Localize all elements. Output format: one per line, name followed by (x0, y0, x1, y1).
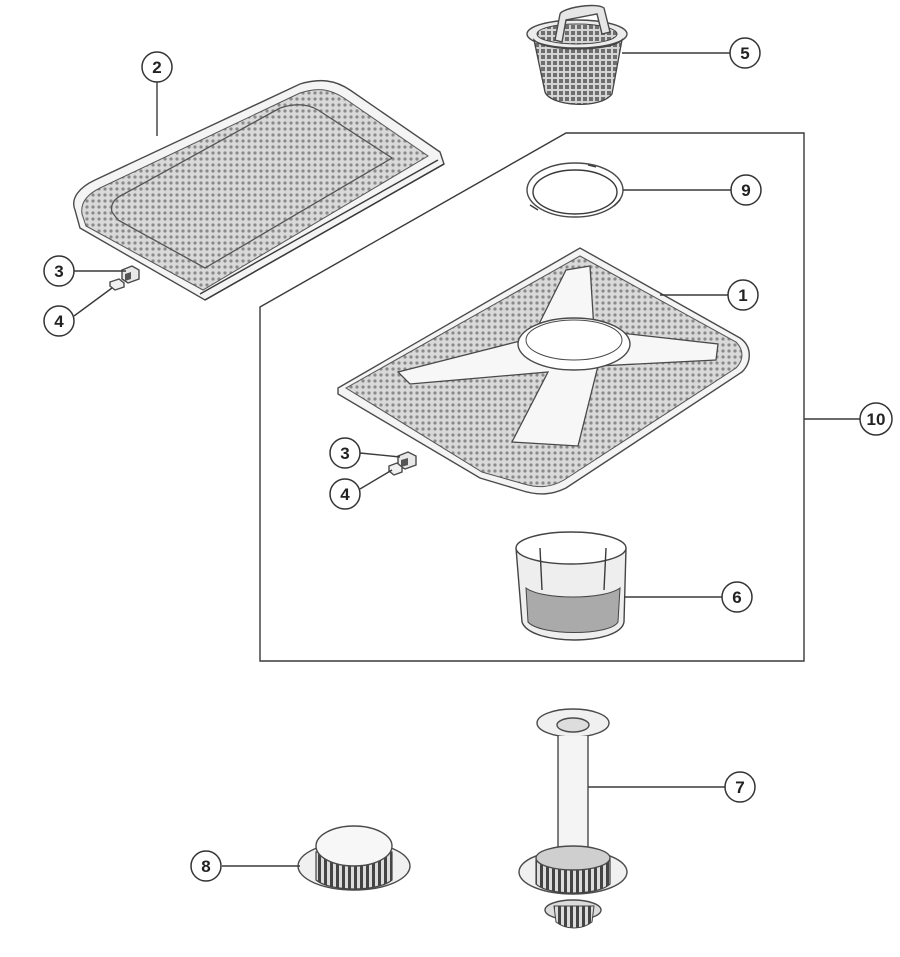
callout-4-lower: 4 (329, 478, 361, 510)
callout-4-lower-label: 4 (340, 485, 350, 504)
leader-4a (73, 287, 113, 317)
clip-part-3-lower (397, 451, 417, 470)
callout-10-label: 10 (867, 410, 886, 429)
callout-5-label: 5 (740, 44, 749, 63)
retaining-ring (526, 162, 624, 218)
leader-3b (359, 452, 401, 458)
callout-9-label: 9 (741, 181, 750, 200)
pad-part-4-upper (109, 278, 125, 291)
callout-3-lower-label: 3 (340, 444, 349, 463)
flat-filter-tray (73, 79, 445, 301)
callout-8-label: 8 (201, 857, 210, 876)
callout-3-lower: 3 (329, 437, 361, 469)
clip-part-3-upper (121, 265, 140, 284)
callout-8: 8 (190, 850, 222, 882)
leader-4b (359, 469, 393, 490)
cylindrical-filter (515, 531, 627, 641)
callout-10: 10 (859, 402, 893, 436)
pad-part-4-lower (388, 462, 403, 476)
strainer-basket (526, 4, 628, 105)
callout-9: 9 (730, 174, 762, 206)
leader-lines (73, 52, 860, 867)
callout-5: 5 (729, 37, 761, 69)
drain-pipe-assembly (518, 708, 628, 929)
callout-7-label: 7 (735, 778, 744, 797)
callout-1: 1 (727, 279, 759, 311)
callout-4-upper: 4 (43, 305, 75, 337)
callout-6-label: 6 (732, 588, 741, 607)
callout-1-label: 1 (738, 286, 747, 305)
callout-2: 2 (141, 51, 173, 83)
callout-3-upper: 3 (43, 255, 75, 287)
callout-2-label: 2 (152, 58, 161, 77)
main-filter-plate (337, 247, 750, 495)
drain-cap (297, 825, 411, 891)
assembly-box-outline (259, 132, 805, 662)
callout-3-upper-label: 3 (54, 262, 63, 281)
callout-6: 6 (721, 581, 753, 613)
callout-7: 7 (724, 771, 756, 803)
callout-4-upper-label: 4 (54, 312, 64, 331)
